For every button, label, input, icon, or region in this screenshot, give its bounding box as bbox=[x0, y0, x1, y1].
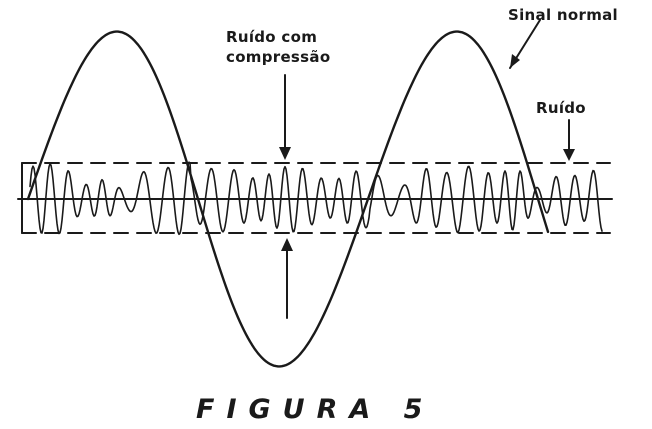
normal-signal-waveform bbox=[26, 30, 550, 368]
noise-with-compression-label-line2: compressão bbox=[226, 48, 330, 66]
noise-pointer-arrow bbox=[563, 119, 575, 161]
normal-signal-label: Sinal normal bbox=[508, 6, 618, 24]
figure-caption: FIGURA 5 bbox=[196, 394, 434, 425]
compression-lower-arrow bbox=[281, 238, 293, 319]
noise-waveform bbox=[29, 161, 603, 236]
noise-label: Ruído bbox=[536, 99, 586, 117]
noise-with-compression-label-line1: Ruído com bbox=[226, 28, 317, 46]
compression-upper-arrow bbox=[279, 74, 291, 160]
normal-signal-pointer-arrow bbox=[509, 19, 541, 69]
